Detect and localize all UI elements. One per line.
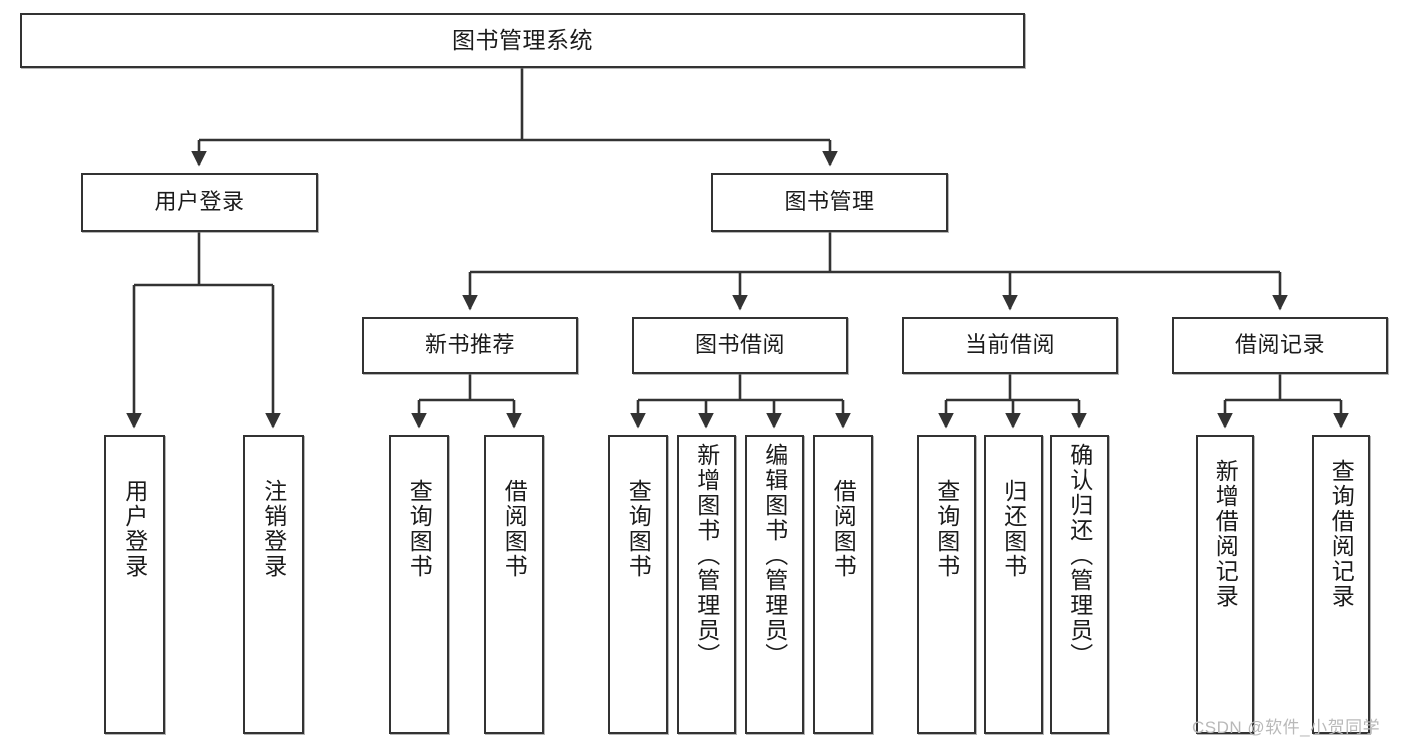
node-leaf-borrow-book-bor-label: 借阅图书 <box>830 479 857 579</box>
node-book-manage[interactable]: 图书管理 <box>711 173 948 232</box>
csdn-watermark: CSDN @软件_小贺同学 <box>1192 718 1381 737</box>
node-leaf-borrow-book-rec[interactable]: 借阅图书 <box>484 435 544 734</box>
node-user-login[interactable]: 用户登录 <box>81 173 318 232</box>
node-new-book-rec[interactable]: 新书推荐 <box>362 317 578 374</box>
node-leaf-add-book[interactable]: 新增图书（管理员） <box>677 435 736 734</box>
node-leaf-query-book-cur-label: 查询图书 <box>933 479 960 579</box>
node-borrow-record-label: 借阅记录 <box>1234 332 1325 358</box>
node-borrow-record[interactable]: 借阅记录 <box>1172 317 1388 374</box>
node-leaf-user-login[interactable]: 用户登录 <box>104 435 165 734</box>
node-leaf-query-book-rec-label: 查询图书 <box>406 479 433 579</box>
node-leaf-edit-book-label: 编辑图书（管理员） <box>761 443 788 668</box>
node-user-login-label: 用户登录 <box>154 189 245 215</box>
node-leaf-borrow-book-rec-label: 借阅图书 <box>501 479 528 579</box>
node-leaf-query-book-bor-label: 查询图书 <box>625 479 652 579</box>
node-leaf-add-book-label: 新增图书（管理员） <box>693 443 720 668</box>
node-current-borrow[interactable]: 当前借阅 <box>902 317 1118 374</box>
node-leaf-confirm-return[interactable]: 确认归还（管理员） <box>1050 435 1109 734</box>
node-leaf-add-record-label: 新增借阅记录 <box>1212 459 1239 609</box>
node-leaf-query-record[interactable]: 查询借阅记录 <box>1312 435 1370 734</box>
node-book-borrow-label: 图书借阅 <box>694 332 785 358</box>
node-leaf-confirm-return-label: 确认归还（管理员） <box>1066 443 1093 668</box>
node-leaf-query-book-bor[interactable]: 查询图书 <box>608 435 668 734</box>
node-root-label: 图书管理系统 <box>452 26 593 53</box>
node-new-book-rec-label: 新书推荐 <box>424 332 515 358</box>
node-leaf-return-book-label: 归还图书 <box>1000 479 1027 579</box>
node-leaf-borrow-book-bor[interactable]: 借阅图书 <box>813 435 873 734</box>
node-leaf-user-login-label: 用户登录 <box>121 479 148 579</box>
node-leaf-add-record[interactable]: 新增借阅记录 <box>1196 435 1254 734</box>
node-current-borrow-label: 当前借阅 <box>964 332 1055 358</box>
node-leaf-user-logout[interactable]: 注销登录 <box>243 435 304 734</box>
node-leaf-query-book-cur[interactable]: 查询图书 <box>917 435 976 734</box>
node-leaf-user-logout-label: 注销登录 <box>260 479 287 579</box>
node-leaf-query-book-rec[interactable]: 查询图书 <box>389 435 449 734</box>
node-leaf-edit-book[interactable]: 编辑图书（管理员） <box>745 435 804 734</box>
node-book-borrow[interactable]: 图书借阅 <box>632 317 848 374</box>
node-book-manage-label: 图书管理 <box>784 189 875 215</box>
node-leaf-query-record-label: 查询借阅记录 <box>1328 459 1355 609</box>
node-leaf-return-book[interactable]: 归还图书 <box>984 435 1043 734</box>
node-root[interactable]: 图书管理系统 <box>20 13 1025 68</box>
